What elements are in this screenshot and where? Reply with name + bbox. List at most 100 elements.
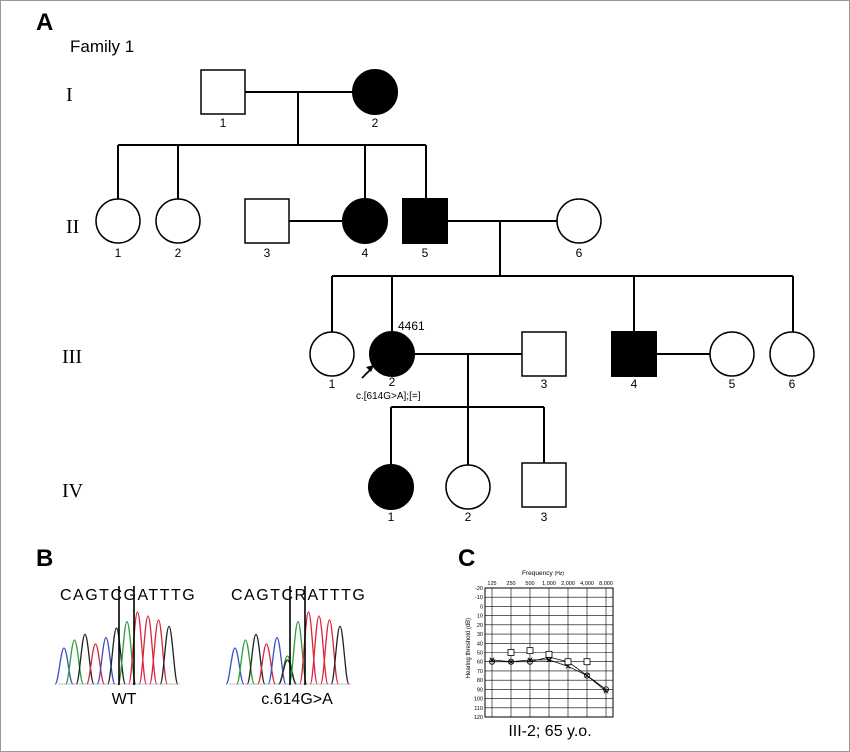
proband-genotype: c.[614G>A];[=]: [356, 391, 421, 402]
id-II-5: 5: [422, 246, 429, 260]
audiogram-point-s1-2: [527, 657, 533, 663]
db-tick-14: 120: [474, 715, 483, 721]
pedigree-lines: [117, 91, 794, 465]
id-III-4: 4: [631, 377, 638, 391]
proband-sample-id: 4461: [398, 319, 425, 333]
frequency-tick-1: 250: [506, 581, 515, 587]
individual-III-3: [521, 331, 567, 377]
db-tick-2: 0: [480, 604, 483, 610]
mut-chromatogram: [225, 611, 351, 685]
id-II-4: 4: [362, 246, 369, 260]
id-II-3: 3: [264, 246, 271, 260]
id-III-1: 1: [329, 377, 336, 391]
audiogram-grid: [484, 587, 614, 718]
wt-chromatogram: [54, 611, 180, 685]
audiogram-ylabel: Hearing threshold (dB): [466, 618, 472, 678]
trace-peak-G: [159, 625, 179, 685]
proband-arrow-icon: [361, 365, 374, 379]
audiogram-point-s1-1: [508, 659, 514, 665]
audiogram-point-s1-5: [584, 673, 590, 679]
audiogram-point-s1-6: [603, 688, 609, 694]
db-tick-7: 50: [477, 651, 483, 657]
db-tick-0: -20: [475, 586, 483, 592]
db-tick-3: 10: [477, 614, 483, 620]
individual-II-2: [155, 198, 201, 244]
trace-peak-T: [86, 643, 105, 685]
individual-II-1: [95, 198, 141, 244]
individual-II-6: [556, 198, 602, 244]
panel-c-label: C: [458, 545, 475, 572]
individual-III-5: [709, 331, 755, 377]
generation-label-III: III: [62, 346, 82, 368]
id-IV-1: 1: [388, 510, 395, 524]
trace-peak-A: [236, 639, 255, 685]
trace-peak-T: [257, 643, 276, 685]
individual-II-3: [244, 198, 290, 244]
db-tick-5: 30: [477, 632, 483, 638]
frequency-tick-3: 1,000: [542, 581, 556, 587]
audiogram-series: [488, 647, 610, 694]
individual-IV-3: [521, 462, 567, 508]
audiogram-point-s2-4: [583, 658, 591, 666]
id-II-2: 2: [175, 246, 182, 260]
wt-caption: WT: [112, 691, 137, 708]
mut-caption: c.614G>A: [261, 691, 333, 708]
generation-label-IV: IV: [62, 480, 84, 502]
audiogram-point-s2-2: [545, 650, 553, 658]
trace-peak-G: [330, 625, 350, 685]
db-tick-8: 60: [477, 660, 483, 666]
individual-I-2: [352, 69, 398, 115]
generation-label-I: I: [66, 84, 73, 106]
trace-peak-T: [149, 619, 168, 685]
individual-III-4: [611, 331, 657, 377]
id-III-5: 5: [729, 377, 736, 391]
id-III-6: 6: [789, 377, 796, 391]
trace-peak-A: [117, 620, 137, 685]
mut-sequence: CAGTCRATTTG: [231, 587, 366, 604]
audiogram-caption: III-2; 65 y.o.: [508, 723, 591, 740]
individual-IV-1: [368, 464, 414, 510]
audiogram-point-s0-5: [584, 672, 591, 679]
trace-peak-G: [246, 633, 266, 685]
audiogram-point-s1-3: [546, 657, 552, 663]
audiogram-point-s2-0: [507, 649, 515, 656]
individual-II-4: [342, 198, 388, 244]
id-II-1: 1: [115, 246, 122, 260]
wt-variant-highlight: [118, 586, 135, 685]
trace-peak-G: [278, 659, 297, 685]
db-tick-12: 100: [474, 697, 483, 703]
frequency-tick-0: 125: [487, 581, 496, 587]
audiogram-xlabel: Frequency (Hz): [522, 570, 564, 577]
db-tick-11: 90: [477, 687, 483, 693]
trace-peak-C: [96, 636, 116, 685]
audiogram-point-s0-0: [488, 658, 495, 665]
trace-peak-A: [288, 620, 308, 685]
individual-I-1: [200, 69, 246, 115]
trace-peak-G: [75, 633, 95, 685]
db-tick-10: 80: [477, 678, 483, 684]
id-I-2: 2: [372, 116, 379, 130]
individual-II-5: [402, 198, 448, 244]
audiogram-point-s0-2: [527, 658, 534, 665]
family-title: Family 1: [70, 37, 134, 56]
frequency-tick-5: 4,000: [580, 581, 594, 587]
db-tick-1: -10: [475, 595, 483, 601]
individual-IV-2: [445, 464, 491, 510]
trace-peak-T: [138, 615, 158, 685]
db-tick-9: 70: [477, 669, 483, 675]
trace-peak-T: [309, 615, 329, 685]
db-tick-4: 20: [477, 623, 483, 629]
trace-peak-T: [128, 611, 147, 685]
trace-peak-C: [225, 647, 245, 685]
trace-peak-T: [299, 611, 318, 685]
id-IV-2: 2: [465, 510, 472, 524]
trace-peak-T: [320, 619, 339, 685]
audiogram-point-s1-0: [489, 657, 495, 663]
panel-b-label: B: [36, 545, 53, 572]
db-tick-13: 110: [474, 706, 483, 712]
id-I-1: 1: [220, 116, 227, 130]
generation-label-II: II: [66, 216, 79, 238]
trace-peak-A: [65, 639, 84, 685]
